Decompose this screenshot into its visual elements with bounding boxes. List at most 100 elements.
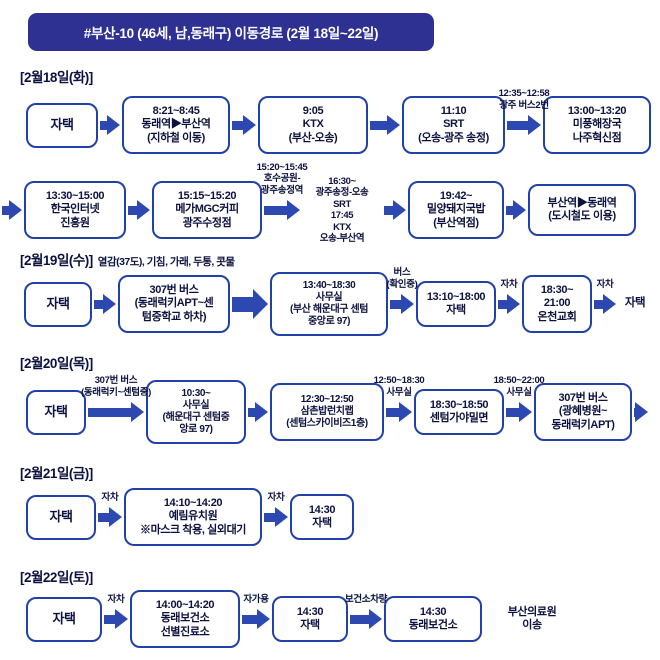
arrow-head	[103, 294, 116, 314]
arrow-head	[635, 402, 648, 422]
day2-label: [2월19일(수)] 열감(37도), 기침, 가래, 두통, 콧물	[20, 249, 235, 269]
arrow-label-car: 자차	[267, 491, 285, 503]
arrow-label-car: 자차	[596, 278, 614, 290]
arrow-head	[399, 402, 412, 422]
day1-home-box: 자택	[26, 102, 98, 148]
day1-train-back-text: 16:30~ 광주송정-오송 SRT 17:45 KTX 오송-부산역	[315, 176, 369, 244]
flow-arrow-big	[232, 288, 268, 320]
arrow-shaft	[248, 407, 255, 417]
day2-office-box: 13:40~18:30 사무실 (부산 해운대구 센텀 중앙로 97)	[270, 272, 388, 336]
arrow-shaft	[128, 205, 137, 215]
arrow-head	[507, 294, 520, 314]
arrow-head	[393, 200, 406, 221]
flow-arrow	[94, 293, 116, 315]
day3-bus-box: 307번 버스 (광혜병원~ 동래럭키APT)	[534, 383, 632, 441]
arrow-head	[519, 402, 532, 422]
day3-home-box: 자택	[26, 389, 86, 435]
day2-row: 자택 307번 버스 (동래럭키APT~센 텀중학교 하차) 13:40~18:…	[24, 267, 652, 336]
arrow-head	[243, 115, 256, 135]
day2-home-box: 자택	[24, 281, 92, 327]
arrow-shaft	[507, 120, 528, 130]
flow-arrow: 자차	[594, 279, 616, 315]
flow-arrow	[232, 114, 256, 136]
flow-arrow	[506, 199, 526, 221]
day5-home-box: 자택	[26, 596, 102, 642]
arrow-shaft	[104, 614, 115, 624]
day1-row1: 자택 8:21~8:45 동래역▶부산역 (지하철 이동) 9:05 KTX (…	[26, 88, 651, 154]
flow-arrow: 15:20~15:45 호수공원- 광주송정역	[257, 162, 308, 221]
day2-home3-text: 자택	[624, 297, 646, 310]
day2-church-box: 18:30~ 21:00 온천교회	[522, 275, 592, 333]
flow-arrow: 버스 (확인중)	[386, 267, 418, 315]
arrow-head	[528, 115, 541, 135]
day1-cafe-box: 15:15~15:20 메가MGC커피 광주수정점	[152, 181, 262, 240]
flow-arrow	[634, 401, 648, 423]
arrow-label-car: 자차	[500, 278, 518, 290]
arrow-shaft	[594, 299, 603, 309]
day2-home2-box: 13:10~18:00 자택	[416, 281, 496, 327]
flow-arrow: 12:50~18:30 사무실	[374, 375, 425, 423]
arrow-label-office2: 18:50~22:00 사무실	[493, 375, 545, 398]
arrow-head	[107, 115, 120, 135]
arrow-shaft	[242, 614, 257, 624]
arrow-shaft	[100, 120, 107, 130]
day2-symptoms: 열감(37도), 기침, 가래, 두통, 콧물	[97, 256, 235, 268]
arrow-shaft	[350, 614, 369, 624]
arrow-shaft	[232, 120, 243, 130]
day3-label: [2월20일(목)]	[20, 352, 93, 372]
flow-arrow	[384, 199, 406, 221]
arrow-head	[401, 294, 414, 314]
arrow-shaft	[634, 407, 635, 417]
arrow-shaft	[386, 407, 399, 417]
arrow-label-health-vehicle: 보건소차량	[344, 593, 388, 605]
day5-clinic-box: 14:00~14:20 동래보건소 선별진료소	[130, 590, 240, 648]
day5-date: [2월22일(토)]	[20, 570, 93, 585]
day5-row: 자택 자차 14:00~14:20 동래보건소 선별진료소 자가용 14:30 …	[26, 590, 574, 648]
day1-restaurant-box: 13:00~13:20 미풍해장국 나주혁신점	[543, 96, 651, 154]
arrow-label-office1: 12:50~18:30 사무실	[373, 375, 425, 398]
day2-date: [2월19일(수)]	[20, 253, 93, 268]
day1-ktx-box: 9:05 KTX (부산-오송)	[258, 96, 368, 154]
arrow-head	[9, 200, 22, 221]
arrow-shaft	[498, 299, 507, 309]
arrow-label-walk: 15:20~15:45 호수공원- 광주송정역	[256, 162, 308, 196]
arrow-shaft	[264, 205, 287, 215]
flow-arrow	[100, 114, 120, 136]
arrow-shaft	[98, 512, 109, 522]
arrow-head	[253, 289, 268, 319]
arrow-shaft	[264, 512, 275, 522]
day4-label: [2월21일(금)]	[20, 462, 93, 482]
day4-date: [2월21일(금)]	[20, 466, 93, 481]
arrow-shaft	[384, 205, 393, 215]
page-title: #부산-10 (46세, 남,동래구) 이동경로 (2월 18일~22일)	[83, 26, 379, 41]
day1-srt-box: 11:10 SRT (오송-광주 송정)	[402, 96, 505, 154]
arrow-shaft	[88, 407, 131, 417]
arrow-label-bus-check: 버스 (확인중)	[386, 267, 418, 290]
arrow-shaft	[390, 299, 401, 309]
day5-clinic2-box: 14:30 동래보건소	[384, 596, 482, 642]
arrow-head	[513, 200, 526, 221]
day1-row2: 13:30~15:00 한국인터넷 진흥원 15:15~15:20 메가MGC커…	[0, 162, 636, 244]
day4-home-box: 자택	[26, 494, 96, 540]
flow-arrow	[248, 401, 268, 423]
arrow-head	[257, 609, 270, 629]
title-banner: #부산-10 (46세, 남,동래구) 이동경로 (2월 18일~22일)	[28, 13, 434, 51]
arrow-head	[275, 507, 288, 527]
day3-date: [2월20일(목)]	[20, 356, 93, 371]
arrow-label-car: 자차	[107, 593, 125, 605]
day1-label: [2월18일(화)]	[20, 66, 93, 86]
day5-transfer-text: 부산의료원 이송	[507, 605, 557, 631]
flow-arrow: 자차	[264, 492, 288, 528]
day3-dinner-box: 18:30~18:50 센텀가야밀면	[414, 389, 504, 435]
arrow-head	[387, 115, 400, 135]
flow-arrow: 307번 버스 (동래럭키~센텀중)	[81, 375, 151, 423]
arrow-shaft	[506, 205, 513, 215]
day4-kindergarten-box: 14:10~14:20 예림유치원 ※마스크 착용, 실외대기	[124, 488, 262, 546]
day5-home2-box: 14:30 자택	[272, 596, 348, 642]
arrow-shaft	[370, 120, 387, 130]
arrow-head	[137, 200, 150, 221]
day1-kisa-box: 13:30~15:00 한국인터넷 진흥원	[24, 181, 126, 240]
arrow-shaft	[232, 296, 253, 312]
flow-arrow	[128, 199, 150, 221]
